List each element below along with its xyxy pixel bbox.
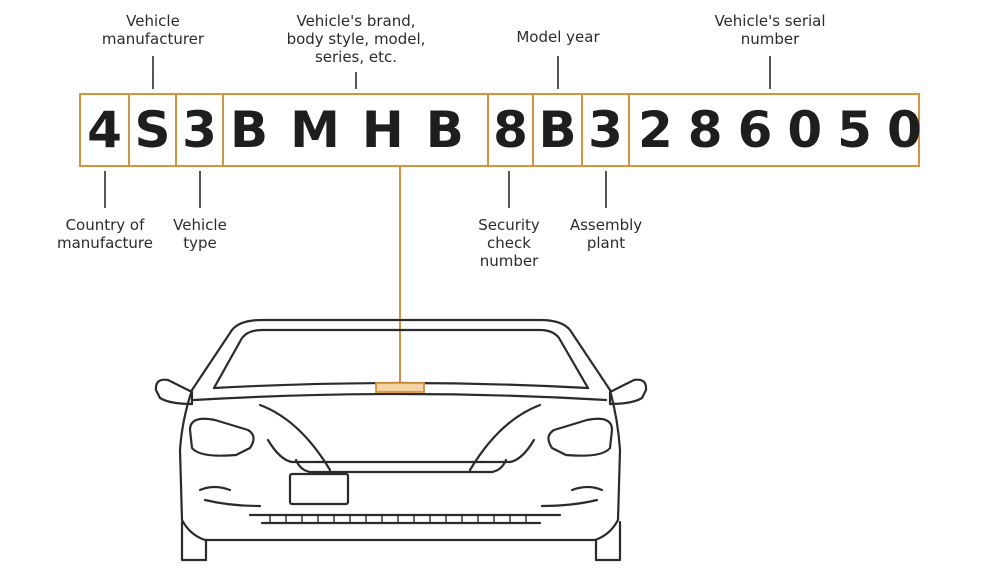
vin-code: 4 S 3 BMHB6 8 B 3 286050 (79, 93, 922, 167)
label-brand-model: Vehicle's brand, body style, model, seri… (286, 12, 426, 66)
vin-chars: 3 (182, 101, 217, 159)
vin-segment-security: 8 (487, 93, 534, 167)
vin-chars: BMHB6 (230, 101, 543, 159)
vin-chars: 286050 (638, 101, 937, 159)
label-security-check-number: Security check number (478, 216, 540, 270)
label-assembly-plant: Assembly plant (569, 216, 643, 252)
vin-chars: B (538, 101, 577, 159)
label-country-of-manufacture: Country of manufacture (57, 216, 153, 252)
vin-segment-manufacturer: S (128, 93, 177, 167)
vin-segment-brand: BMHB6 (222, 93, 521, 167)
vin-segment-country: 4 (79, 93, 130, 167)
windshield-vin-plate (375, 382, 425, 393)
vin-chars: 8 (493, 101, 528, 159)
label-serial-number: Vehicle's serial number (714, 12, 826, 48)
vin-chars: 4 (87, 101, 122, 159)
vin-segment-serial: 286050 (628, 93, 922, 167)
label-vehicle-manufacturer: Vehicle manufacturer (101, 12, 205, 48)
vin-segment-plant: 3 (581, 93, 630, 167)
vin-chars: 3 (588, 101, 623, 159)
car-front-icon (154, 318, 648, 562)
vin-segment-type: 3 (175, 93, 224, 167)
vin-segment-year: B (532, 93, 583, 167)
label-model-year: Model year (516, 28, 600, 46)
vin-chars: S (134, 101, 171, 159)
label-vehicle-type: Vehicle type (173, 216, 227, 252)
